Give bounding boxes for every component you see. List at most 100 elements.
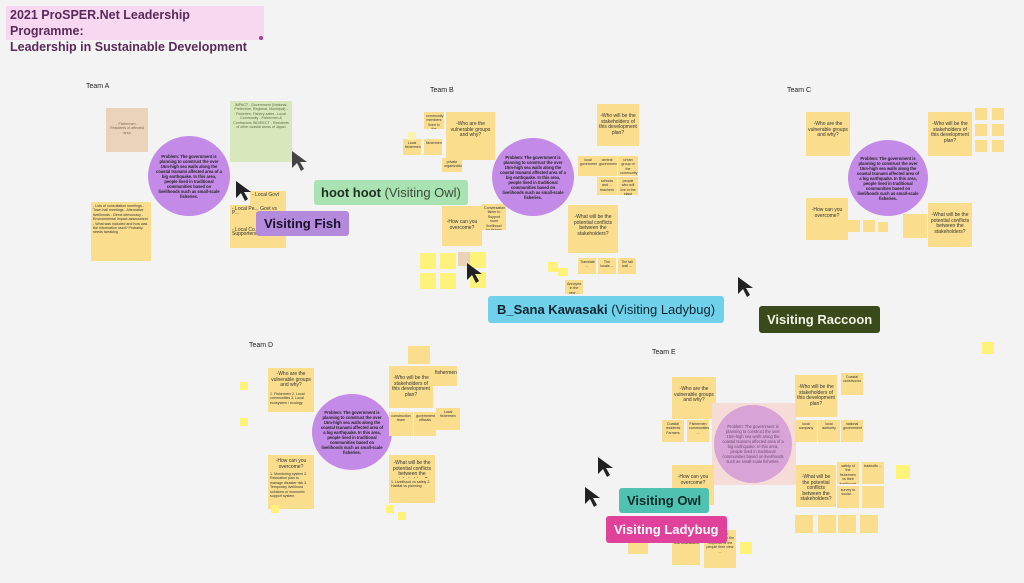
sticky-note[interactable]: The locals ... [598, 258, 616, 274]
title-resize-handle[interactable] [259, 36, 263, 40]
question-note-groups[interactable]: -Who are the vulnerable groups and why? [806, 112, 850, 156]
sticky-note[interactable]: 1. Fishermen 2. Local communities 3. Loc… [268, 390, 314, 412]
sticky-note-empty[interactable] [420, 273, 436, 289]
sticky-note-empty[interactable] [420, 253, 436, 269]
sticky-note-small[interactable] [848, 220, 860, 232]
sticky-note[interactable] [838, 515, 856, 533]
sticky-note[interactable] [408, 346, 430, 364]
sticky-note[interactable]: Annoyed in the new ... [565, 280, 583, 294]
sticky-note-empty[interactable] [440, 273, 456, 289]
sticky-note-small[interactable] [975, 108, 987, 120]
sticky-note-small[interactable] [878, 222, 888, 232]
problem-statement-circle[interactable]: Problem: The government is planning to c… [714, 405, 792, 483]
question-note-conflicts[interactable]: -What will be the potential conflicts be… [568, 205, 618, 253]
sticky-note[interactable]: local government [578, 156, 598, 176]
sticky-note[interactable]: - Local Govt [250, 191, 286, 205]
sticky-note[interactable]: IMPACT - Government (National, Prefectur… [230, 101, 292, 162]
sticky-note[interactable]: community members lived in the location [424, 112, 444, 129]
sticky-note[interactable]: The tall wall ... [618, 258, 636, 274]
sticky-note-empty[interactable] [240, 382, 248, 390]
cursor-label-owl: Visiting Owl [619, 488, 710, 513]
question-note-overcome[interactable]: -How can you overcome? [442, 206, 482, 246]
sticky-note[interactable]: schools and ... teachers [597, 177, 617, 195]
question-note-conflicts[interactable]: -What will be the potential conflicts be… [928, 203, 972, 247]
sticky-note[interactable] [818, 515, 836, 533]
cursor-label-ladybug: Visiting Ladybug [606, 516, 727, 543]
sticky-note[interactable]: government officials [414, 412, 436, 436]
sticky-note[interactable] [862, 486, 884, 508]
problem-statement-circle[interactable]: Problem: The government is planning to c… [148, 136, 230, 216]
sticky-note[interactable]: Coastal constructor [841, 373, 863, 395]
problem-statement-circle[interactable]: Problem: The government is planning to c… [492, 138, 574, 216]
sticky-note[interactable]: fishermen [433, 366, 457, 386]
sticky-note-small[interactable] [903, 214, 927, 238]
sticky-note[interactable]: safety of the fishermen vs their livelih… [837, 462, 859, 484]
sticky-note[interactable] [860, 515, 878, 533]
sticky-note[interactable]: Fishermen communities ... [687, 420, 709, 442]
sticky-note-empty[interactable] [440, 253, 456, 269]
question-note-conflicts[interactable]: -What will be the potential conflicts be… [796, 465, 836, 507]
sticky-note[interactable]: survey to social ... [837, 486, 859, 508]
board-title-line1: 2021 ProSPER.Net Leadership Programme: [10, 8, 190, 38]
sticky-note-empty[interactable] [398, 512, 406, 520]
cursor-label-raccoon: Visiting Raccoon [759, 306, 881, 333]
question-note-groups[interactable]: -Who are the vulnerable groups and why? [446, 112, 495, 160]
question-note-groups[interactable]: -Who are the vulnerable groups and why? [672, 377, 716, 419]
sticky-note-small[interactable] [975, 140, 987, 152]
sticky-note[interactable]: local authority [818, 420, 840, 442]
cursor-user-role: (Visiting Ladybug) [611, 302, 716, 317]
cursor-user-name: B_Sana Kawasaki [497, 302, 608, 317]
sticky-note-small[interactable] [992, 124, 1004, 136]
sticky-note-empty[interactable] [271, 505, 279, 513]
sticky-note[interactable]: Translate ... [578, 258, 596, 274]
sticky-note-empty[interactable] [470, 252, 486, 268]
board-title[interactable]: 2021 ProSPER.Net Leadership Programme: L… [6, 6, 264, 54]
sticky-note-empty[interactable] [386, 505, 394, 513]
question-note-stakeholders[interactable]: -Who will be the stakeholders of this de… [795, 375, 837, 417]
cursor-label-fish: Visiting Fish [256, 211, 350, 236]
sticky-note-small[interactable] [992, 140, 1004, 152]
sticky-note[interactable]: - Fishermen - Residents of affected area [106, 108, 148, 152]
cursor-arrow-icon [585, 487, 600, 507]
team-e-label: Team E [652, 349, 676, 356]
sticky-note[interactable]: fishermen [424, 139, 442, 155]
sticky-note[interactable]: Local fishermen [436, 408, 460, 430]
sticky-note-small[interactable] [863, 220, 875, 232]
sticky-note[interactable]: people who will live in the place [618, 177, 638, 195]
sticky-note-empty[interactable] [740, 542, 752, 554]
sticky-note[interactable]: 1. Monitoring system 2. Relocation plan … [268, 470, 314, 508]
sticky-note-small[interactable] [975, 124, 987, 136]
sticky-note[interactable]: central government [597, 156, 617, 176]
cursor-arrow-icon [738, 277, 753, 297]
sticky-note-small[interactable] [408, 132, 416, 140]
sticky-note[interactable]: 1. Livelihood vs safety 2. Habitat vs pl… [389, 478, 435, 500]
sticky-note-small[interactable] [992, 108, 1004, 120]
sticky-note[interactable] [795, 515, 813, 533]
sticky-note[interactable]: local company [795, 420, 817, 442]
sticky-note-empty[interactable] [558, 268, 568, 276]
sticky-note[interactable]: Conversation fisher to Support more live… [482, 204, 506, 230]
sticky-note[interactable]: Coastal residents Farmers [662, 420, 684, 442]
question-note-overcome[interactable]: -How can you overcome? [806, 198, 848, 240]
team-a-label: Team A [86, 83, 110, 90]
sticky-note[interactable]: Local fishermen [403, 139, 421, 155]
sticky-note-empty[interactable] [240, 418, 248, 426]
sticky-note-empty[interactable] [982, 342, 994, 354]
problem-statement-circle[interactable]: Problem: The government is planning to c… [848, 140, 928, 216]
sticky-note[interactable]: - Lots of consultation meetings - Town h… [91, 202, 151, 261]
problem-statement-circle[interactable]: Problem: The government is planning to c… [312, 394, 392, 470]
cursor-arrow-icon [292, 151, 307, 171]
sticky-note[interactable]: national government [841, 420, 863, 442]
cursor-user-role: (Visiting Owl) [384, 185, 461, 200]
sticky-note-empty[interactable] [896, 465, 910, 479]
question-note-stakeholders[interactable]: -Who will be the stakeholders of this de… [389, 366, 433, 408]
sticky-note[interactable]: tradeoffs ... [862, 462, 884, 484]
sticky-note[interactable]: private organization [442, 158, 462, 172]
question-note-stakeholders[interactable]: -Who will be the stakeholders of this de… [597, 104, 639, 146]
sticky-note-empty[interactable] [458, 252, 472, 266]
sticky-note[interactable]: construction team [389, 412, 413, 436]
sticky-note-empty[interactable] [548, 262, 558, 272]
sticky-note[interactable]: urban group of the community [618, 156, 638, 176]
question-note-stakeholders[interactable]: -Who will be the stakeholders of this de… [928, 112, 972, 156]
